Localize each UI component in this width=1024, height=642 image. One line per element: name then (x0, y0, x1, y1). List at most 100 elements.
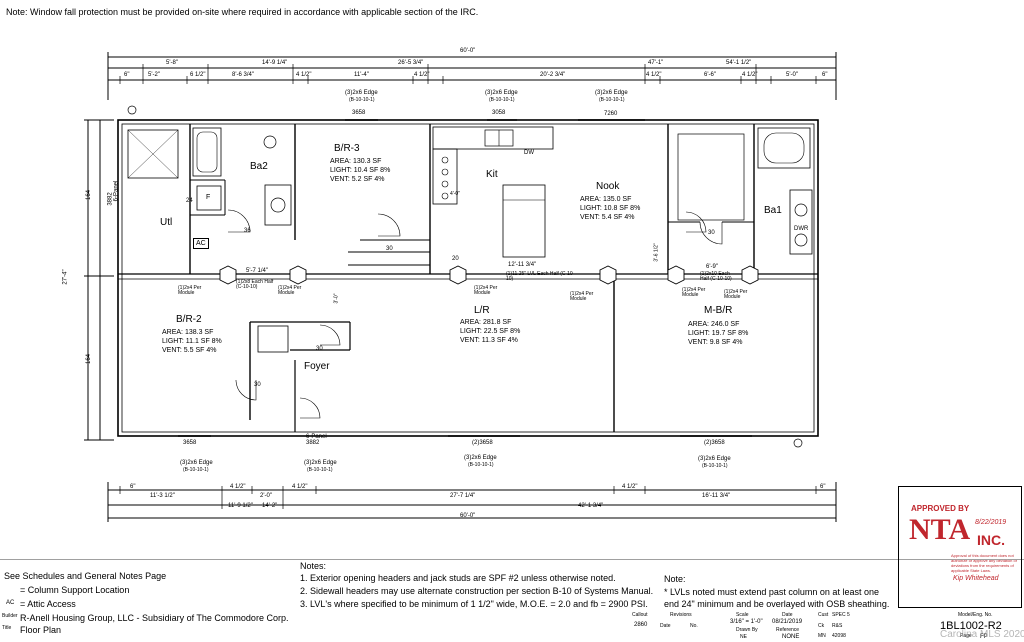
tb-date2: 08/21/2019 (772, 619, 803, 625)
stamp-signer: Kip Whitehead (953, 575, 999, 582)
tb-reference: NONE (782, 634, 800, 640)
legend-ac-mark: AC (6, 600, 15, 606)
dim-top-r3-5: 11'-4" (354, 72, 369, 78)
dim-plan-f: 3'-0" (333, 293, 340, 304)
stamp-logo: NTA (909, 513, 971, 546)
dim-top-r2-1: 14'-9 1/4" (262, 60, 288, 66)
room-br3-name: B/R-3 (334, 143, 360, 154)
tb-drawn: NE (740, 634, 747, 640)
door-30-foyer: 30 (316, 346, 323, 352)
note2-title: Note: (664, 574, 686, 584)
legend-schedules: See Schedules and General Notes Page (4, 571, 167, 581)
room-br3-light: LIGHT: 10.4 SF 8% (330, 167, 391, 174)
dim-bottom-r1-0: 6" (130, 484, 136, 490)
door-20: 20 (452, 256, 459, 262)
each-half-2x8: (1)2x8 Each Half (C-10-10) (236, 279, 274, 290)
dim-plan-b: 12'-11 3/4" (508, 262, 537, 268)
dim-top-r3-0: 6" (124, 72, 130, 78)
notes-item-2: 2. Sidewall headers may use alternate co… (300, 586, 654, 596)
dim-top-r3-11: 5'-0" (786, 72, 798, 78)
dim-top-r3-1: 5'-2" (148, 72, 160, 78)
room-nook-name: Nook (596, 181, 620, 192)
dim-bottom-r2-0: 11'-9 1/2" (228, 503, 253, 509)
tb-rev-date-label: Date (660, 623, 671, 629)
tb-ck: R&S (832, 623, 843, 629)
notes-item-1: 1. Exterior opening headers and jack stu… (300, 573, 616, 583)
dim-plan-e: 4'-0" (450, 191, 460, 197)
dim-top-r3-2: 6 1/2" (190, 72, 206, 78)
dim-bottom-r1-8: 6" (820, 484, 826, 490)
window-bottom-0-size: 3658 (183, 440, 197, 446)
legend-attic-access: = Attic Access (20, 599, 76, 609)
tb-mn: 42098 (832, 633, 846, 639)
dim-bottom-r1-1: 11'-3 1/2" (150, 493, 175, 499)
tb-model: 1BL1002-R2 (940, 620, 1002, 632)
window-bottom-3-ref: (B-10-10-1) (702, 463, 728, 469)
dim-left-4: 6-Panel (113, 180, 120, 202)
dim-bottom-r2-1: 14'-2" (262, 503, 278, 509)
room-ba2: Ba2 (250, 161, 268, 172)
room-br2-name: B/R-2 (176, 314, 202, 325)
col-support-5: (1)2x4 Per Module (682, 287, 706, 298)
dim-bottom-r1-3: 2'-0" (260, 493, 272, 499)
tb-rev-no-label: No. (690, 623, 698, 629)
dishwasher-label: DW (524, 150, 534, 156)
room-utl: Utl (160, 217, 173, 228)
lvl-each-half: (1)11.25" LVL Each Half (C-10-10) (506, 271, 575, 282)
window-bottom-0-ref: (B-10-10-1) (183, 467, 209, 473)
tb-title: Floor Plan (20, 625, 62, 635)
window-bottom-2-size: (2)3658 (472, 440, 493, 446)
tb-mn-label: MN (818, 633, 826, 639)
window-top-0-ref: (B-10-10-1) (349, 97, 375, 103)
notes-title: Notes: (300, 561, 327, 571)
dim-bottom-r1-4: 4 1/2" (292, 484, 308, 490)
attic-access-mark: AC (193, 238, 209, 249)
dim-top-overall: 60'-0" (460, 48, 476, 54)
tb-revisions-label: Revisions (670, 612, 692, 618)
note2-line-2: end 24" minimum and be overlayed with OS… (664, 599, 890, 609)
room-nook-light: LIGHT: 10.8 SF 8% (580, 205, 641, 212)
window-top-2-ref: (B-10-10-1) (599, 97, 625, 103)
dryer-label: DWR (794, 226, 809, 232)
each-half-2x10: (1)2x10 Each Half (C-10-10) (700, 271, 732, 282)
door-30-br2: 30 (254, 382, 261, 388)
room-nook-area: AREA: 135.0 SF (580, 196, 632, 203)
door-30-mbr: 30 (708, 230, 715, 236)
window-top-2-size: 7260 (604, 111, 618, 117)
tb-scale-label: Scale (736, 612, 749, 618)
floor-plan-drawing (0, 52, 1024, 560)
window-bottom-2-ref: (B-10-10-1) (468, 462, 494, 468)
dim-left-3: 164 (86, 353, 93, 365)
stamp-date: 8/22/2019 (975, 519, 1007, 526)
col-support-1: (1)2x4 Per Module (178, 285, 202, 296)
dim-bottom-r1-6: 4 1/2" (622, 484, 638, 490)
stamp-approved-by: APPROVED BY (911, 504, 970, 513)
room-br3-area: AREA: 130.3 SF (330, 158, 382, 165)
dim-top-r3-4: 4 1/2" (296, 72, 312, 78)
room-lr-light: LIGHT: 22.5 SF 8% (460, 328, 521, 335)
room-mbr-light: LIGHT: 19.7 SF 8% (688, 330, 749, 337)
dim-bottom-r1-2: 4 1/2" (230, 484, 246, 490)
room-mbr-name: M-B/R (704, 305, 733, 316)
window-bottom-3-size: (2)3658 (704, 440, 725, 446)
dim-bottom-r1-7: 16'-11 3/4" (702, 493, 731, 499)
room-lr-vent: VENT: 11.3 SF 4% (460, 337, 518, 344)
room-lr-name: L/R (474, 305, 490, 316)
dim-top-r3-12: 6" (822, 72, 828, 78)
window-top-0-size: 3658 (352, 110, 366, 116)
dim-top-r3-8: 4 1/2" (646, 72, 662, 78)
tb-builder: R-Anell Housing Group, LLC - Subsidiary … (20, 613, 289, 623)
tb-model-label: Model/Eng. No. (958, 612, 993, 618)
window-top-2-header: (3)2x6 Edge (595, 90, 628, 96)
approval-stamp: APPROVED BY NTA INC. 8/22/2019 Approval … (898, 486, 1022, 608)
note2-line-1: * LVLs noted must extend past column on … (664, 587, 879, 597)
room-br3-vent: VENT: 5.2 SF 4% (330, 176, 385, 183)
window-top-1-header: (3)2x6 Edge (485, 90, 518, 96)
window-bottom-1-header: (3)2x6 Edge (304, 460, 337, 466)
dim-plan-a: 5'-7 1/4" (246, 268, 268, 274)
door-36: 36 (244, 228, 251, 234)
tb-page: FP (980, 634, 988, 640)
col-support-4: (1)2x4 Per Module (570, 291, 594, 302)
dim-top-r3-6: 4 1/2" (414, 72, 430, 78)
window-bottom-1-ref: (B-10-10-1) (307, 467, 333, 473)
